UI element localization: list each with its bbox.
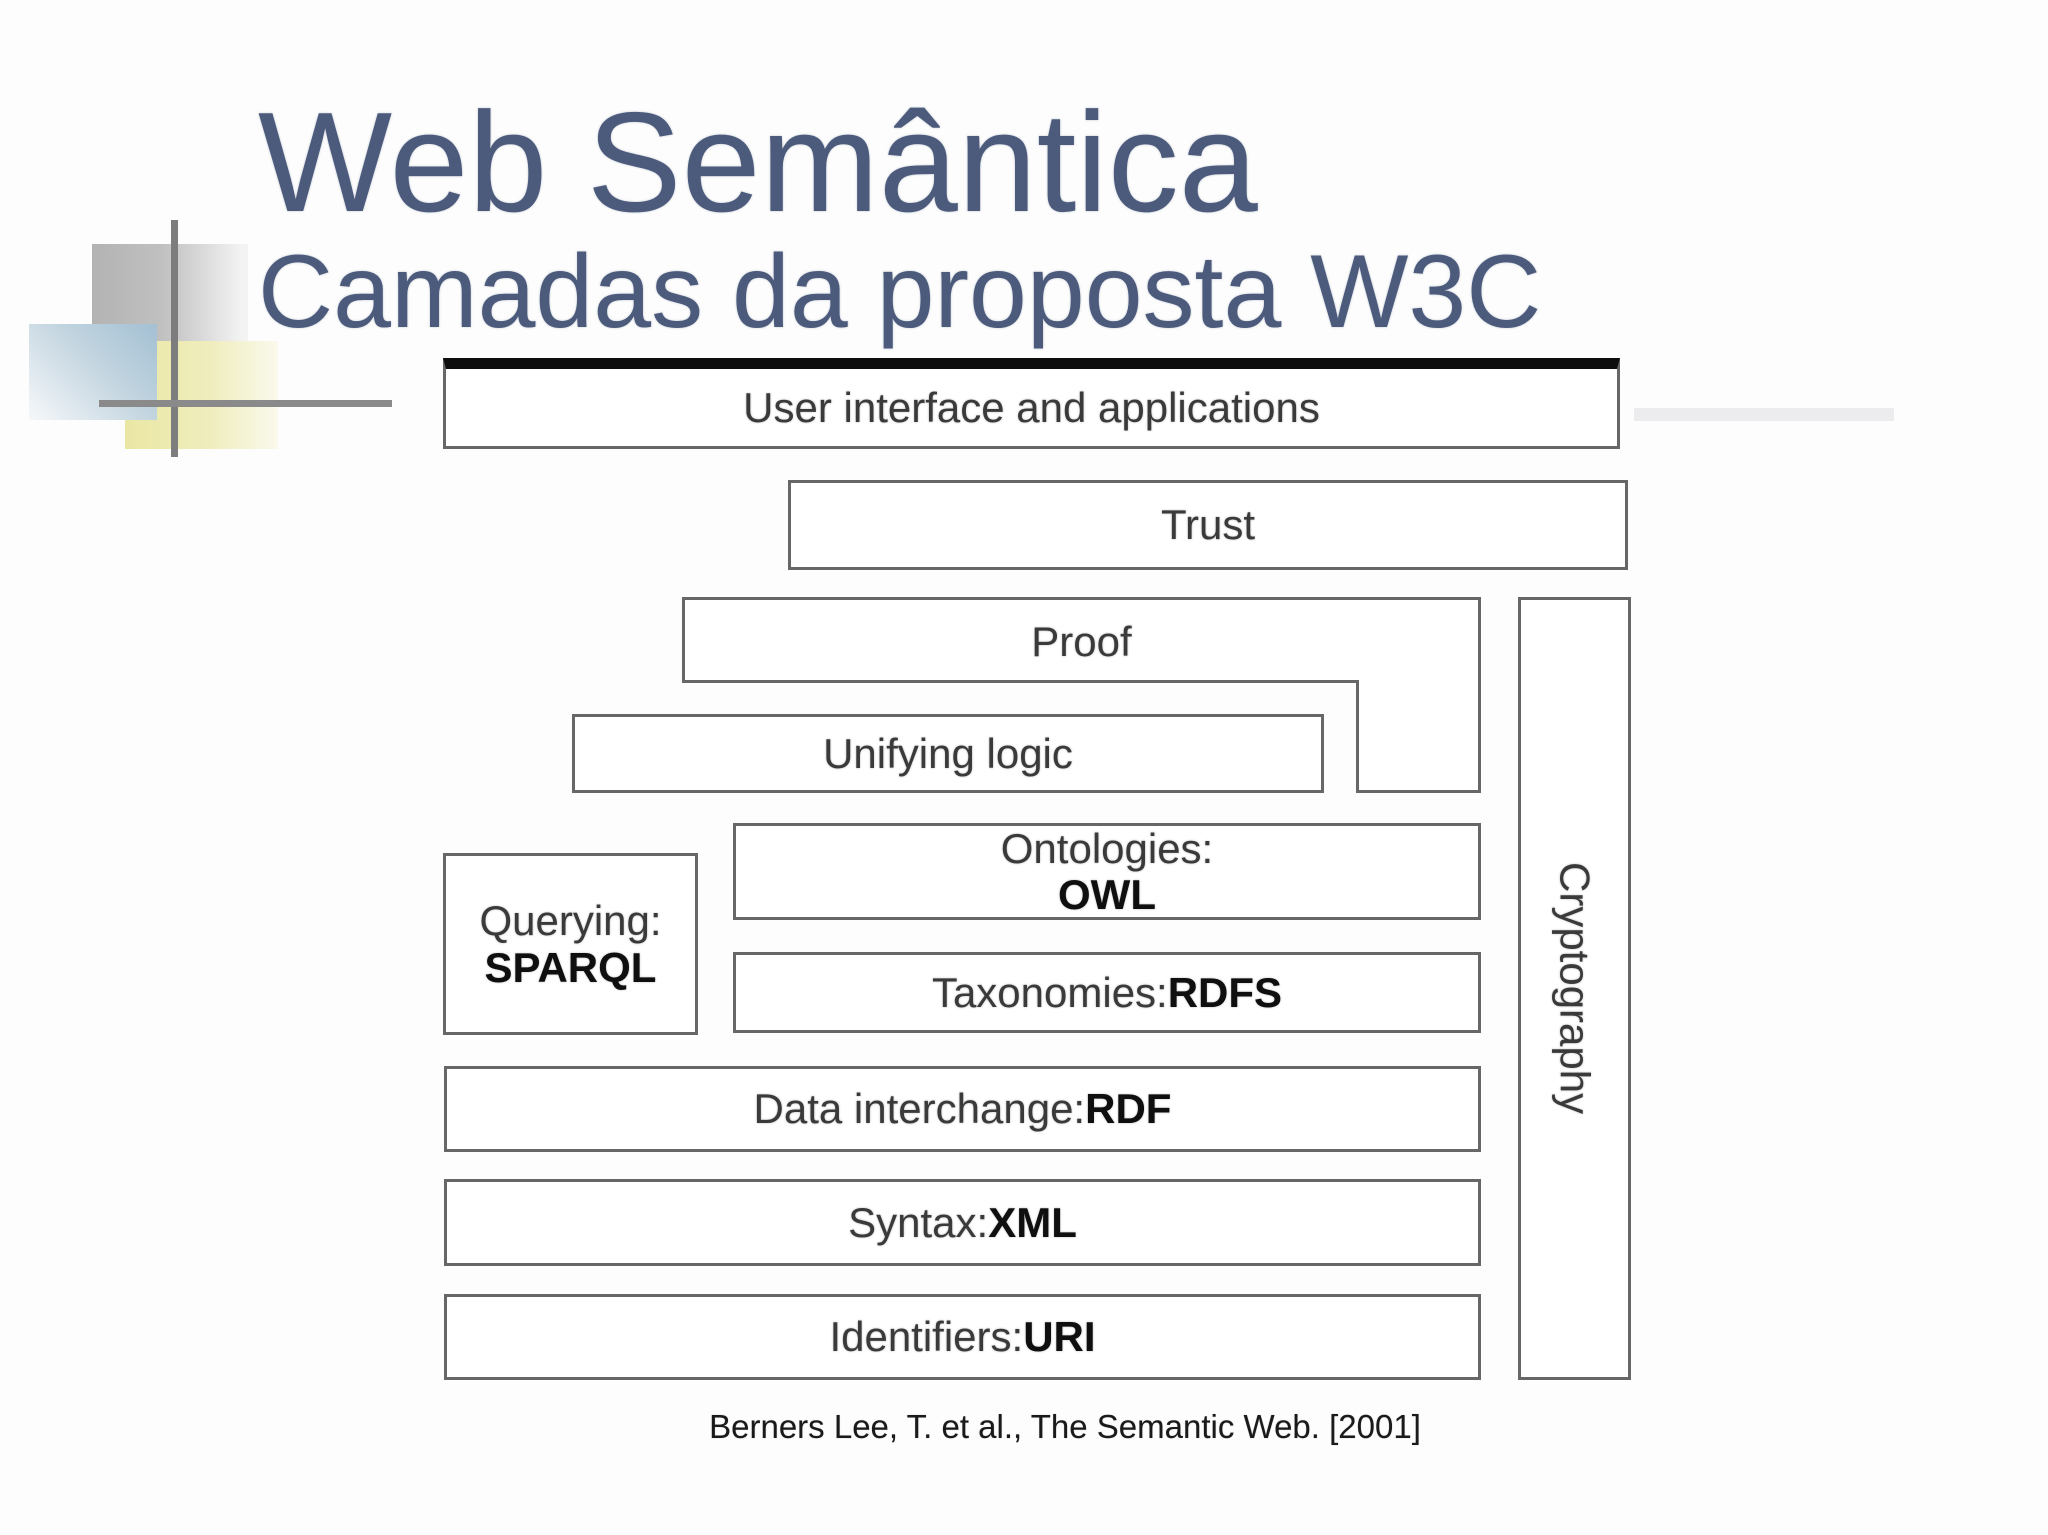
layer-querying-sparql: Querying: SPARQL: [443, 853, 698, 1035]
layer-identifiers-label: Identifiers:: [829, 1313, 1024, 1360]
layer-proof-bottom-edge: [682, 680, 1359, 683]
decoration-horizontal-line: [99, 400, 392, 407]
layer-ontologies-term: OWL: [1058, 870, 1156, 918]
layer-identifiers-term: URI: [1023, 1313, 1096, 1360]
layer-data-interchange-label: Data interchange:: [753, 1085, 1086, 1132]
decoration-vertical-line: [171, 220, 178, 457]
layer-data-interchange-rdf: Data interchange: RDF: [444, 1066, 1481, 1152]
layer-data-interchange-term: RDF: [1085, 1085, 1172, 1132]
layer-trust-label: Trust: [1160, 501, 1256, 548]
layer-ontologies-owl: Ontologies: OWL: [733, 823, 1481, 920]
layer-taxonomies-term: RDFS: [1167, 968, 1283, 1016]
layer-syntax-label: Syntax:: [848, 1198, 989, 1246]
layer-querying-label: Querying:: [479, 896, 662, 944]
layer-user-interface-label: User interface and applications: [743, 383, 1320, 431]
slide-subtitle: Camadas da proposta W3C: [258, 234, 1542, 350]
layer-ontologies-label: Ontologies:: [1000, 825, 1214, 873]
layer-cryptography: Cryptography: [1518, 597, 1631, 1380]
layer-trust: Trust: [788, 480, 1628, 570]
slide-title: Web Semântica: [258, 83, 1258, 242]
layer-syntax-term: XML: [988, 1198, 1077, 1246]
layer-taxonomies-label: Taxonomies:: [931, 968, 1168, 1016]
layer-proof-right-tab: [1356, 683, 1481, 793]
layer-proof: Proof: [682, 597, 1481, 683]
layer-identifiers-uri: Identifiers: URI: [444, 1294, 1481, 1380]
layer-querying-term: SPARQL: [484, 944, 657, 991]
layer-unifying-logic: Unifying logic: [572, 714, 1324, 793]
layer-cryptography-label: Cryptography: [1551, 862, 1599, 1115]
layer-user-interface: User interface and applications: [443, 358, 1620, 449]
layer-unifying-logic-label: Unifying logic: [823, 729, 1073, 777]
layer-taxonomies-rdfs: Taxonomies: RDFS: [733, 952, 1481, 1033]
layer-syntax-xml: Syntax: XML: [444, 1179, 1481, 1266]
citation: Berners Lee, T. et al., The Semantic Web…: [709, 1408, 1421, 1445]
decoration-gray-streak: [1634, 408, 1894, 421]
layer-proof-label: Proof: [1031, 617, 1132, 665]
